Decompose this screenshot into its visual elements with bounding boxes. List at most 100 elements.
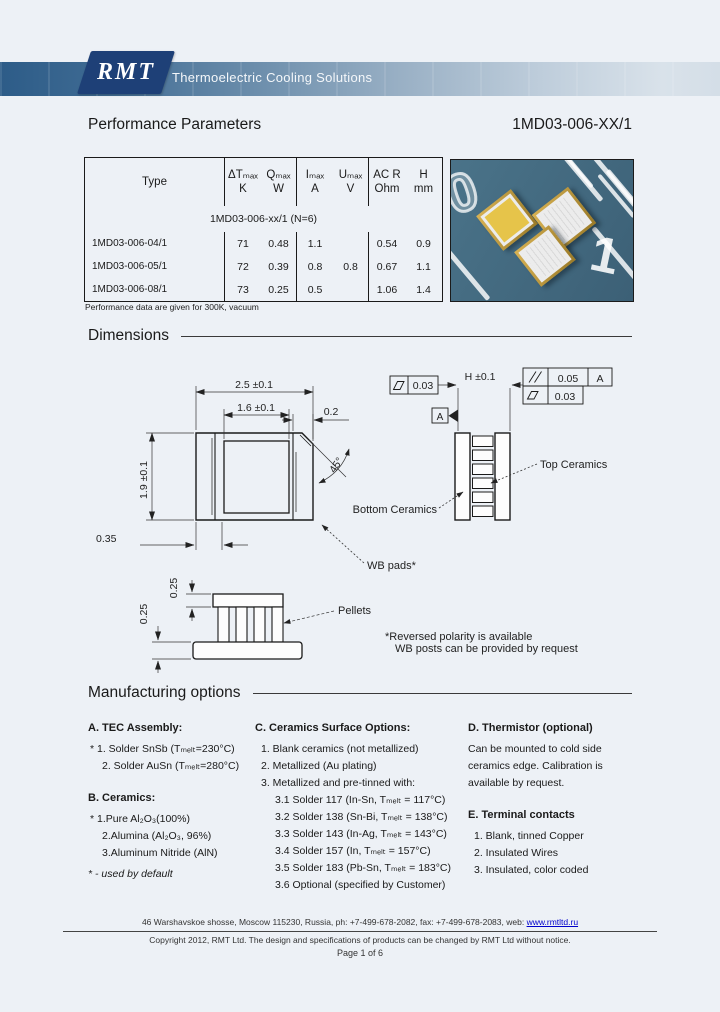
rmt-logo: RMT xyxy=(77,51,175,94)
dim-inner: 1.6 ±0.1 xyxy=(237,402,275,414)
cell-dtmax: 72 xyxy=(237,260,249,273)
cell-imax: 0.8 xyxy=(307,260,323,273)
sec-c-subitem: 3.4 Solder 157 (In, Tₘₑₗₜ = 157°C) xyxy=(275,845,431,857)
top-view xyxy=(195,432,314,521)
manufacturing-col-c: C. Ceramics Surface Options: 1. Blank ce… xyxy=(255,720,465,894)
sec-e-title: E. Terminal contacts xyxy=(468,809,575,821)
footer-rule xyxy=(63,931,657,932)
cell-umax xyxy=(333,232,369,255)
sec-b-title: B. Ceramics: xyxy=(88,792,156,804)
sec-c-subitem: 3.6 Optional (specified by Customer) xyxy=(275,879,446,891)
ruler-tick xyxy=(555,160,594,189)
side-view-leaders xyxy=(321,463,538,564)
sec-e-item: 3. Insulated, color coded xyxy=(474,864,589,876)
heading-rule xyxy=(180,335,632,337)
sec-c-subitem: 3.5 Solder 183 (Pb-Sn, Tₘₑₗₜ = 183°C) xyxy=(275,862,452,874)
datum-label: A xyxy=(437,412,444,423)
sec-e-item: 2. Insulated Wires xyxy=(474,847,559,859)
front-view-dimensions xyxy=(152,580,335,673)
dim-height: 1.9 ±0.1 xyxy=(138,461,150,499)
cell-dtmax: 73 xyxy=(237,283,249,296)
drawing-note-line1: *Reversed polarity is available xyxy=(385,631,532,643)
cell-type: 1MD03-006-04/1 xyxy=(85,232,225,255)
manufacturing-col-a: A. TEC Assembly: * 1. Solder SnSb (Tₘₑₗₜ… xyxy=(88,720,250,883)
label-top-ceramics: Top Ceramics xyxy=(540,459,608,471)
dim-pad: 0.35 xyxy=(96,533,117,545)
dim-h: H ±0.1 xyxy=(465,371,496,383)
flatness-top-value: 0.03 xyxy=(413,380,434,392)
label-wb-pads: WB pads* xyxy=(367,560,417,572)
cell-qmax: 0.25 xyxy=(261,278,297,301)
sec-c-item: 3. Metallized and pre-tinned with: xyxy=(261,777,416,789)
cell-acr: 1.06 xyxy=(376,283,398,296)
gdt-callouts xyxy=(389,367,613,424)
dim-width: 2.5 ±0.1 xyxy=(235,379,273,391)
sec-b-item: 3.Aluminum Nitride (AlN) xyxy=(102,847,218,859)
dim-edge: 0.2 xyxy=(324,406,339,418)
label-bottom-ceramics: Bottom Ceramics xyxy=(353,504,438,516)
drawing-note-line2: WB posts can be provided by request xyxy=(395,643,578,655)
top-view-dimensions xyxy=(140,386,350,550)
cell-imax: 0.5 xyxy=(307,283,323,296)
manufacturing-section-heading: Manufacturing options xyxy=(88,684,632,702)
sec-b-item: 2.Alumina (Al₂O₃, 96%) xyxy=(102,830,212,842)
sec-d-body: Can be mounted to cold side ceramics edg… xyxy=(468,743,603,789)
col-header-type: Type xyxy=(85,158,225,206)
page-title: Performance Parameters xyxy=(88,116,262,133)
manufacturing-title: Manufacturing options xyxy=(88,684,241,701)
sec-c-subitem: 3.3 Solder 143 (In-Ag, Tₘₑₗₜ = 143°C) xyxy=(275,828,447,840)
footer-page-number: Page 1 of 6 xyxy=(336,948,384,958)
cell-qmax: 0.48 xyxy=(261,232,297,255)
default-note: * - used by default xyxy=(88,868,173,880)
h-dimension xyxy=(438,382,523,431)
sec-c-subitem: 3.2 Solder 138 (Sn-Bi, Tₘₑₗₜ = 138°C) xyxy=(275,811,448,823)
sec-d-title: D. Thermistor (optional) xyxy=(468,722,593,734)
front-view xyxy=(192,593,303,660)
ruler-tick xyxy=(451,244,491,301)
cell-h: 0.9 xyxy=(416,237,431,250)
label-pellets: Pellets xyxy=(338,605,372,617)
parallelism-value: 0.05 xyxy=(558,373,579,385)
cell-acr: 0.54 xyxy=(376,237,398,250)
sec-c-item: 2. Metallized (Au plating) xyxy=(261,760,377,772)
website-link[interactable]: www.rmtltd.ru xyxy=(526,917,579,927)
flatness-bottom-value: 0.03 xyxy=(555,391,576,403)
heading-rule xyxy=(252,692,632,694)
sec-c-subitem: 3.1 Solder 117 (In-Sn, Tₘₑₗₜ = 117°C) xyxy=(275,794,446,806)
dim-ceramic-top: 0.25 xyxy=(168,578,180,599)
sec-a-item: 2. Solder AuSn (Tₘₑₗₜ=280°C) xyxy=(102,760,240,772)
title-row: Performance Parameters 1MD03-006-XX/1 xyxy=(88,116,632,134)
table-row: 1MD03-006-05/1 72 0.39 0.8 0.8 0.67 1.1 xyxy=(85,255,442,278)
table-footnote: Performance data are given for 300K, vac… xyxy=(85,302,259,312)
cell-h: 1.1 xyxy=(416,260,431,273)
cell-umax xyxy=(333,278,369,301)
part-number: 1MD03-006-XX/1 xyxy=(512,116,632,133)
sec-a-title: A. TEC Assembly: xyxy=(88,722,183,734)
rmt-logo-text: RMT xyxy=(96,59,155,85)
sec-c-title: C. Ceramics Surface Options: xyxy=(255,722,411,734)
footer-copyright: Copyright 2012, RMT Ltd. The design and … xyxy=(149,935,571,945)
dim-chamfer-angle: 45° xyxy=(327,455,346,475)
ruler-digit-one: 1 xyxy=(585,224,625,286)
table-row: 1MD03-006-04/1 71 0.48 1.1 0.54 0.9 xyxy=(85,232,442,255)
cell-type: 1MD03-006-05/1 xyxy=(85,255,225,278)
product-photo: 0 1 xyxy=(450,159,634,302)
dimensions-drawing: 2.5 ±0.1 1.6 ±0.1 0.2 45° 1.9 ±0.1 0.35 … xyxy=(96,367,613,673)
sec-b-item: * 1.Pure Al₂O₃(100%) xyxy=(90,813,190,825)
table-row: 1MD03-006-08/1 73 0.25 0.5 1.06 1.4 xyxy=(85,278,442,301)
cell-qmax: 0.39 xyxy=(261,255,297,278)
footer-address: 46 Warshavskoe shosse, Moscow 115230, Ru… xyxy=(0,917,720,927)
sec-a-item: * 1. Solder SnSb (Tₘₑₗₜ=230°C) xyxy=(90,743,235,755)
cell-acr: 0.67 xyxy=(376,260,398,273)
cell-type: 1MD03-006-08/1 xyxy=(85,278,225,301)
dimensions-title: Dimensions xyxy=(88,327,169,344)
dimensions-section-heading: Dimensions xyxy=(88,327,632,345)
